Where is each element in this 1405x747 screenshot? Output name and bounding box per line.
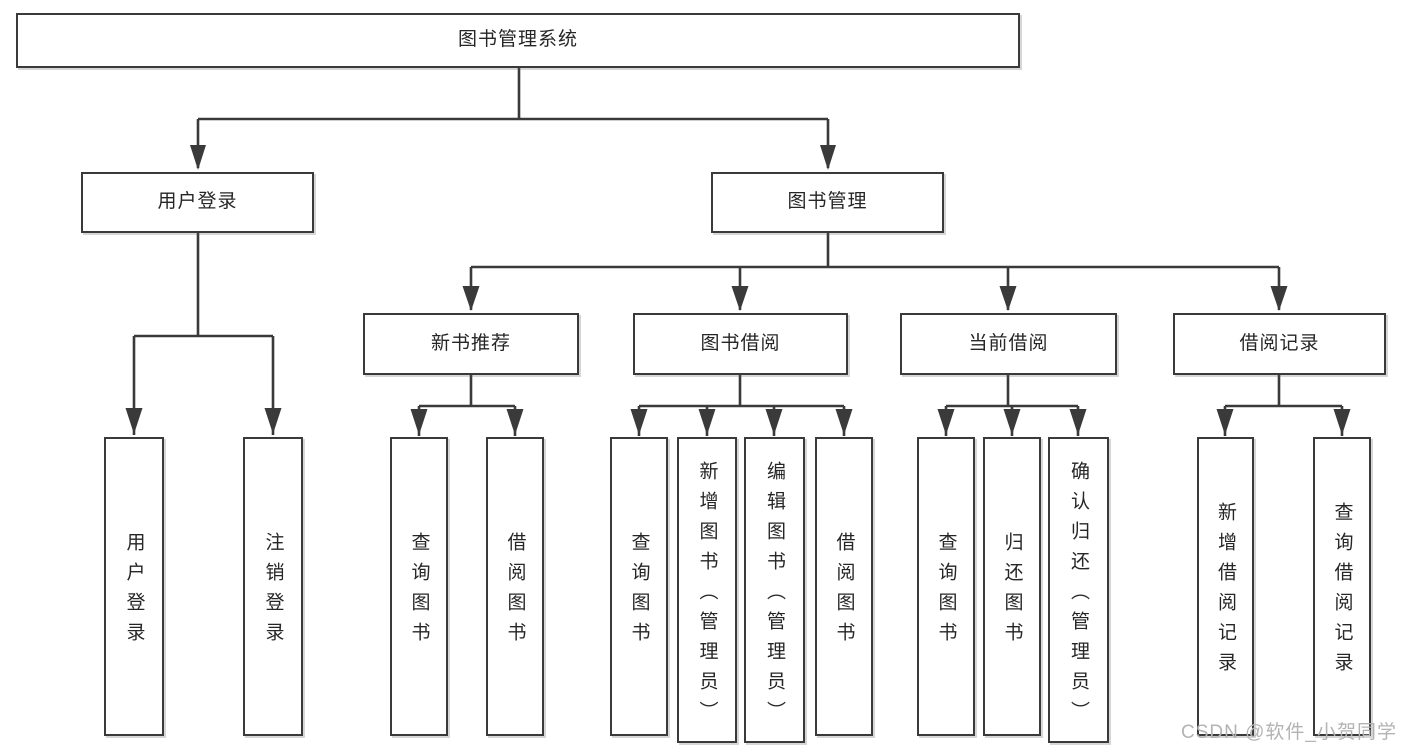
node-user-login-label: 用户登录 bbox=[157, 191, 238, 213]
node-borrow-records-label: 借阅记录 bbox=[1239, 332, 1320, 354]
leaf-add-books-admin: 新增图书（管理员） bbox=[677, 437, 737, 743]
leaf-user-login: 用户登录 bbox=[104, 437, 164, 736]
leaf-borrow-borrow-books-label: 借阅图书 bbox=[833, 532, 855, 652]
node-book-mgmt: 图书管理 bbox=[711, 172, 944, 233]
leaf-current-query-books-label: 查询图书 bbox=[935, 532, 957, 652]
connector-book-borrow-to-leaves bbox=[637, 375, 846, 436]
node-user-login: 用户登录 bbox=[81, 172, 314, 233]
leaf-edit-books-admin-label: 编辑图书（管理员） bbox=[764, 460, 785, 731]
leaf-confirm-return-admin: 确认归还（管理员） bbox=[1048, 437, 1109, 743]
connector-new-books-to-leaves bbox=[417, 375, 517, 436]
node-new-books: 新书推荐 bbox=[363, 313, 579, 375]
leaf-return-books: 归还图书 bbox=[983, 437, 1041, 736]
connector-root-to-level2 bbox=[196, 68, 830, 168]
node-current-borrow: 当前借阅 bbox=[900, 313, 1117, 375]
leaf-edit-books-admin: 编辑图书（管理员） bbox=[744, 437, 805, 743]
leaf-newbooks-query-books: 查询图书 bbox=[390, 437, 448, 736]
node-current-borrow-label: 当前借阅 bbox=[968, 332, 1049, 354]
leaf-logout-label: 注销登录 bbox=[262, 532, 284, 652]
leaf-confirm-return-admin-label: 确认归还（管理员） bbox=[1068, 460, 1089, 731]
leaf-query-borrow-record-label: 查询借阅记录 bbox=[1331, 502, 1353, 682]
leaf-user-login-label: 用户登录 bbox=[123, 532, 145, 652]
leaf-borrow-borrow-books: 借阅图书 bbox=[815, 437, 873, 736]
node-borrow-records: 借阅记录 bbox=[1173, 313, 1386, 375]
leaf-newbooks-borrow-books-label: 借阅图书 bbox=[504, 532, 526, 652]
leaf-newbooks-query-books-label: 查询图书 bbox=[408, 532, 430, 652]
node-book-mgmt-label: 图书管理 bbox=[787, 191, 868, 213]
node-root-system-label: 图书管理系统 bbox=[457, 29, 578, 51]
leaf-add-books-admin-label: 新增图书（管理员） bbox=[696, 460, 718, 731]
leaf-return-books-label: 归还图书 bbox=[1001, 532, 1023, 652]
connector-book-mgmt-to-level3 bbox=[469, 233, 1281, 310]
node-new-books-label: 新书推荐 bbox=[430, 332, 511, 354]
leaf-logout: 注销登录 bbox=[243, 437, 303, 736]
node-root-system: 图书管理系统 bbox=[16, 13, 1020, 68]
leaf-current-query-books: 查询图书 bbox=[917, 437, 975, 736]
leaf-add-borrow-record: 新增借阅记录 bbox=[1197, 437, 1254, 736]
leaf-query-borrow-record: 查询借阅记录 bbox=[1313, 437, 1371, 736]
leaf-borrow-query-books-label: 查询图书 bbox=[628, 532, 650, 652]
connector-current-borrow-to-leaves bbox=[944, 375, 1080, 436]
connector-borrow-records-to-leaves bbox=[1223, 375, 1344, 436]
csdn-watermark: CSDN @软件_小贺同学 bbox=[1181, 722, 1397, 743]
node-book-borrow-label: 图书借阅 bbox=[700, 332, 781, 354]
leaf-add-borrow-record-label: 新增借阅记录 bbox=[1215, 502, 1236, 682]
node-book-borrow: 图书借阅 bbox=[633, 313, 848, 375]
leaf-newbooks-borrow-books: 借阅图书 bbox=[486, 437, 544, 736]
leaf-borrow-query-books: 查询图书 bbox=[610, 437, 668, 736]
connector-user-login-to-leaves bbox=[132, 233, 275, 435]
